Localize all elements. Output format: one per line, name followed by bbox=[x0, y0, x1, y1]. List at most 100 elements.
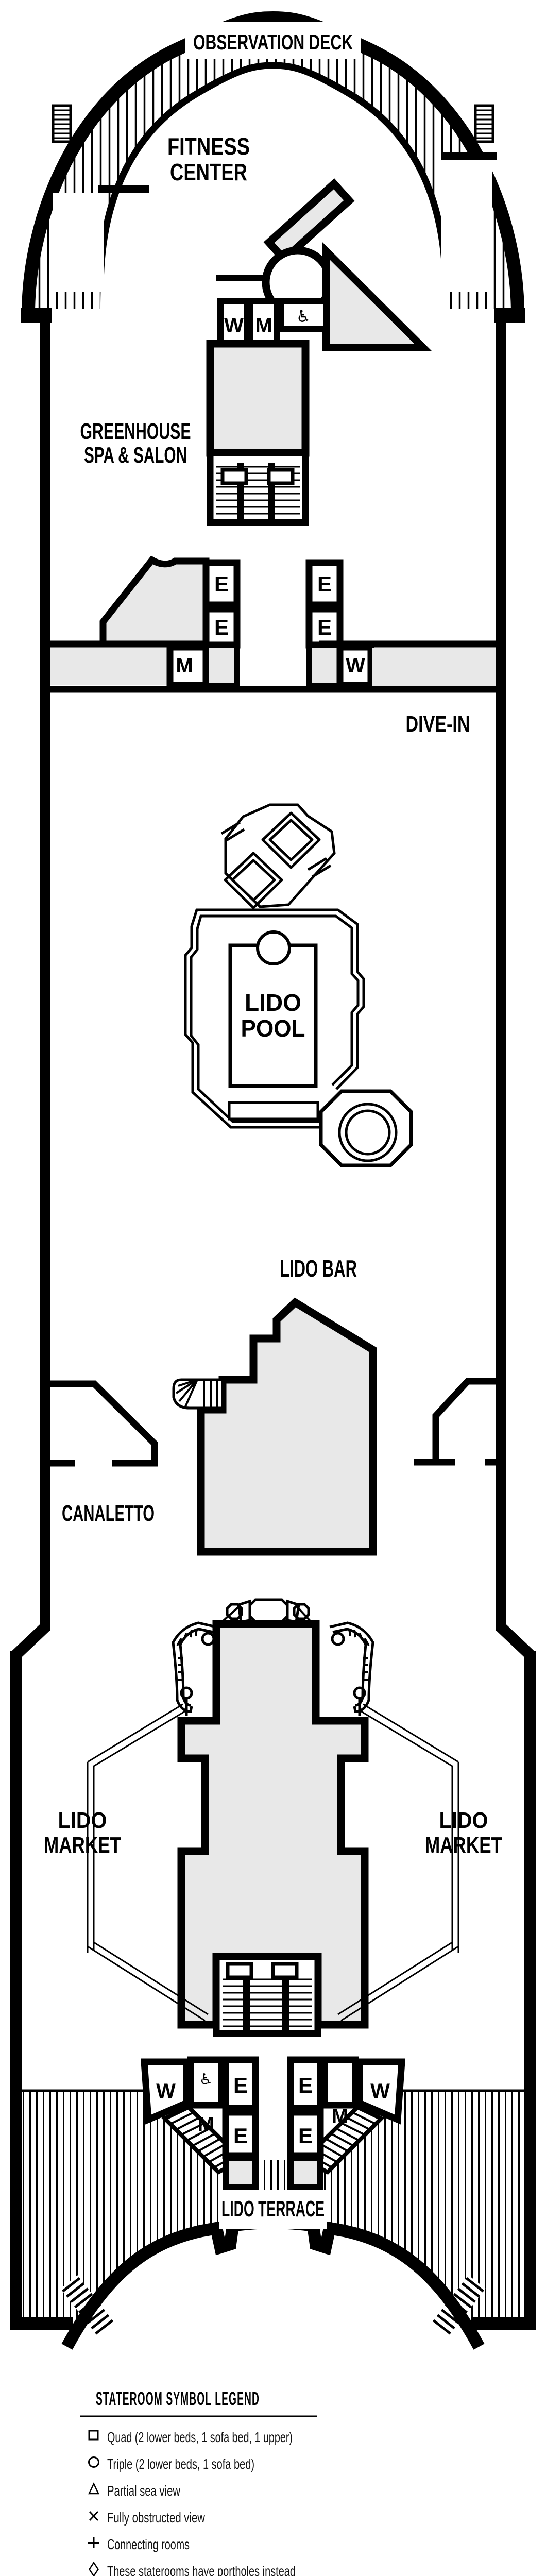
restroom-women-mid bbox=[336, 643, 374, 689]
fitness-label-line1: FITNESS bbox=[167, 133, 250, 160]
whirlpool-tub-lower bbox=[224, 852, 283, 909]
observation-deck-label: OBSERVATION DECK bbox=[193, 30, 353, 54]
elevator-code: E bbox=[233, 2124, 248, 2148]
elevator-bank-mid-right: E E bbox=[305, 559, 344, 689]
market-side-stair-left bbox=[172, 1621, 217, 1716]
aft-deck: W ♿ M E E E E M W bbox=[10, 2056, 536, 2393]
canaletto-outline bbox=[50, 1380, 158, 1467]
stern-bar-left bbox=[10, 2317, 73, 2330]
legend-item-triple: Triple (2 lower beds, 1 sofa bed) bbox=[88, 2456, 254, 2472]
fitness-center-area: FITNESS CENTER W M ♿ bbox=[167, 133, 432, 351]
spa-label-line2: SPA & SALON bbox=[84, 443, 187, 468]
bow-observation-deck: OBSERVATION DECK bbox=[21, 11, 525, 323]
restroom-women-aft-left bbox=[141, 2058, 190, 2125]
obstructed-x-icon bbox=[89, 2511, 99, 2521]
bow-wall-inner bbox=[97, 62, 449, 289]
dive-in-counter bbox=[372, 648, 496, 686]
bow-cap-wall-right bbox=[443, 152, 497, 160]
bow-band-mask-right bbox=[441, 160, 492, 292]
pool-deck-outline-inner bbox=[190, 914, 360, 1123]
bow-railing-hatch bbox=[28, 18, 518, 309]
hull-flare-left bbox=[12, 1623, 49, 1659]
hull-flare-right bbox=[497, 1623, 534, 1659]
porthole-diamond-icon bbox=[89, 2561, 99, 2576]
pool-label-line1: LIDO bbox=[245, 989, 301, 1016]
lido-terrace-label: LIDO TERRACE bbox=[221, 2196, 325, 2222]
stair-hall-gray bbox=[99, 555, 210, 648]
elevator-code: E bbox=[214, 615, 229, 639]
room-outline-right bbox=[414, 1378, 496, 1466]
corridor-gray-left bbox=[50, 647, 170, 685]
bow-stair-right bbox=[474, 104, 494, 143]
stern-outside-mask bbox=[64, 2222, 482, 2393]
men-code: M bbox=[332, 2106, 348, 2127]
elevator-bank-aft-left: E E bbox=[222, 2056, 259, 2191]
pool-label-line2: POOL bbox=[241, 1015, 305, 1042]
legend-item-label: Triple (2 lower beds, 1 sofa bed) bbox=[107, 2456, 254, 2472]
elevator-code: E bbox=[317, 615, 332, 639]
legend-item-partial-sea-view: Partial sea view bbox=[88, 2482, 181, 2499]
wheelchair-icon: ♿ bbox=[296, 307, 311, 326]
pool-hot-tub-top bbox=[256, 930, 291, 965]
men-code: M bbox=[176, 654, 193, 677]
legend-item-label: Connecting rooms bbox=[107, 2536, 190, 2552]
men-code: M bbox=[255, 314, 272, 337]
hull-bar-right-lower bbox=[524, 1651, 536, 2321]
partial-view-triangle-icon bbox=[88, 2482, 99, 2495]
women-code: W bbox=[156, 2080, 176, 2103]
pool-bench bbox=[228, 1101, 319, 1121]
pool-area: LIDO POOL bbox=[184, 803, 413, 1167]
triple-circle-icon bbox=[88, 2456, 99, 2468]
hull-bar-left-lower bbox=[10, 1651, 22, 2321]
spa-area: GREENHOUSE SPA & SALON bbox=[80, 340, 310, 526]
restroom-accessible-top bbox=[278, 298, 329, 332]
observation-deck-banner bbox=[185, 22, 361, 59]
legend-title: STATEROOM SYMBOL LEGEND bbox=[96, 2388, 260, 2409]
lido-bar-label: LIDO BAR bbox=[280, 1255, 357, 1282]
canaletto-area: CANALETTO bbox=[50, 1378, 496, 1526]
spiral-stair bbox=[172, 1378, 221, 1410]
stern-bar-right bbox=[473, 2317, 536, 2330]
wheelchair-icon: ♿ bbox=[199, 2071, 213, 2088]
restroom-men-top bbox=[247, 298, 280, 347]
elevator-code: E bbox=[233, 2073, 248, 2097]
stateroom-legend: STATEROOM SYMBOL LEGEND Quad (2 lower be… bbox=[80, 2388, 317, 2576]
spa-label-line1: GREENHOUSE bbox=[80, 419, 191, 444]
restroom-accessible-aft bbox=[187, 2056, 225, 2109]
legend-item-quad: Quad (2 lower beds, 1 sofa bed, 1 upper) bbox=[88, 2429, 293, 2445]
whirlpool-tub-upper bbox=[261, 811, 321, 869]
hull-bar-right-upper bbox=[496, 317, 506, 1631]
deck-hatch bbox=[257, 2160, 289, 2189]
market-left-label-line2: MARKET bbox=[44, 1833, 121, 1858]
hull-sides bbox=[10, 317, 536, 2321]
lido-terrace-banner bbox=[219, 2190, 327, 2229]
connecting-plus-icon bbox=[88, 2537, 99, 2548]
legend-item-label: Quad (2 lower beds, 1 sofa bed, 1 upper) bbox=[107, 2429, 293, 2445]
elevator-bank-mid-left: E E bbox=[202, 559, 241, 689]
market-left-label-line1: LIDO bbox=[58, 1808, 107, 1833]
elevator-code: E bbox=[298, 2073, 313, 2097]
market-right-label-line2: MARKET bbox=[425, 1833, 502, 1858]
lido-pool bbox=[228, 943, 318, 1088]
women-code: W bbox=[224, 314, 244, 337]
men-code: M bbox=[198, 2114, 214, 2136]
fitness-label-line2: CENTER bbox=[170, 159, 247, 185]
lido-bar-structure bbox=[197, 1297, 377, 1556]
elevator-code: E bbox=[214, 572, 229, 596]
lido-bar-area: LIDO BAR bbox=[172, 1255, 377, 1556]
elevator-code: E bbox=[317, 572, 332, 596]
pool-deck-outline-outer bbox=[184, 908, 365, 1129]
pool-hot-tub-corner bbox=[319, 1089, 413, 1167]
bow-band-mask-left bbox=[53, 193, 104, 292]
bow-hull-outer bbox=[22, 11, 524, 315]
legend-item-portholes: These staterooms have portholes instead … bbox=[89, 2561, 296, 2576]
legend-item-label: Partial sea view bbox=[107, 2483, 181, 2499]
bow-cap-wall-left bbox=[98, 185, 149, 193]
legend-item-label: Fully obstructed view bbox=[107, 2510, 206, 2526]
market-stairwell bbox=[213, 1953, 321, 2037]
restroom-women-aft-right bbox=[356, 2058, 405, 2125]
women-code: W bbox=[346, 654, 365, 677]
quad-square-icon bbox=[88, 2430, 99, 2441]
restroom-men-aft bbox=[321, 2056, 359, 2109]
